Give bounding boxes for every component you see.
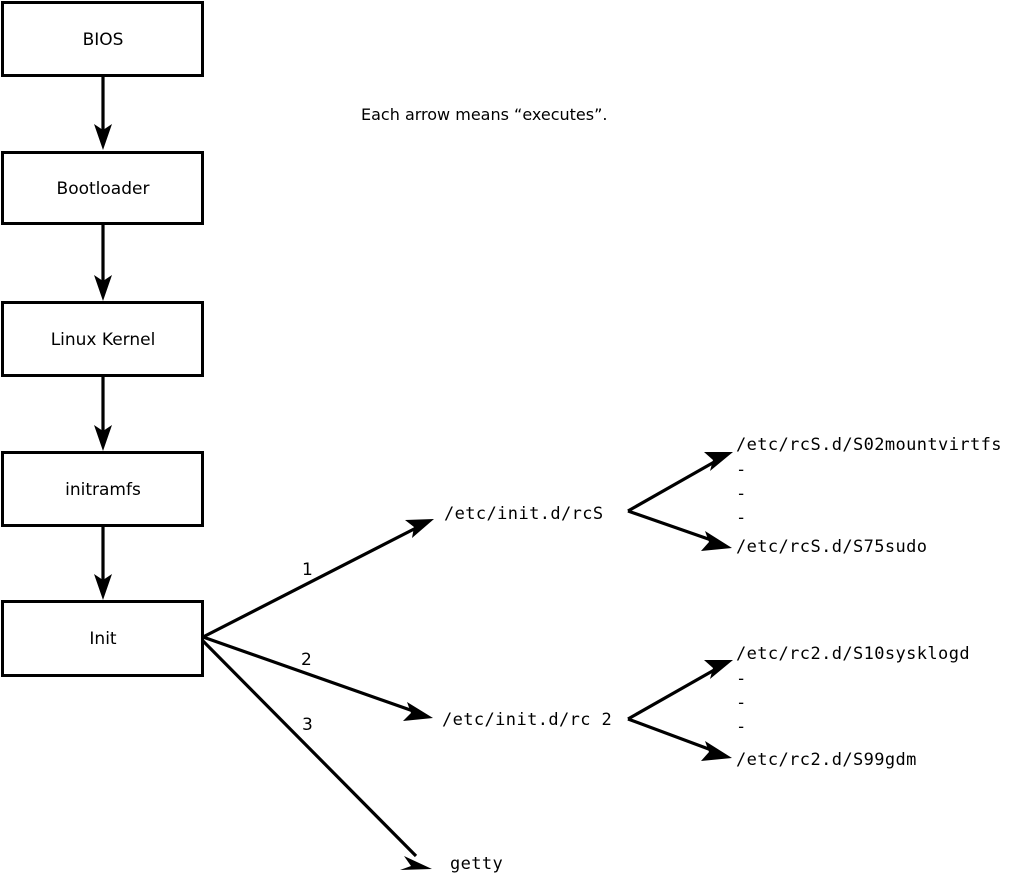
edge-init-to-rcs: [202, 519, 434, 639]
box-initramfs[interactable]: initramfs: [1, 451, 204, 527]
rcs-ellipsis-dash-1: -: [736, 460, 746, 480]
edge-initramfs-to-init: [94, 526, 112, 600]
rc2-ellipsis-dash-2: -: [736, 693, 746, 713]
edge-rcs-to-first-script: [627, 452, 733, 513]
edge-init-to-getty: [201, 639, 432, 870]
box-init-label: Init: [89, 629, 117, 649]
box-linux-kernel-label: Linux Kernel: [51, 330, 156, 350]
box-init[interactable]: Init: [1, 600, 204, 677]
branch-number-1: 1: [302, 560, 313, 580]
rc2-script-first[interactable]: /etc/rc2.d/S10sysklogd: [736, 644, 970, 664]
rcs-ellipsis-dash-2: -: [736, 484, 746, 504]
rcs-script-first[interactable]: /etc/rcS.d/S02mountvirtfs: [736, 435, 1002, 455]
edge-rcs-to-last-script: [627, 509, 732, 551]
branch-target-rcs[interactable]: /etc/init.d/rcS: [444, 504, 604, 524]
rcs-ellipsis-dash-3: -: [736, 508, 746, 528]
edge-bios-to-bootloader: [94, 76, 112, 150]
rcs-script-last[interactable]: /etc/rcS.d/S75sudo: [736, 537, 927, 557]
branch-target-rc2[interactable]: /etc/init.d/rc 2: [442, 710, 612, 730]
box-initramfs-label: initramfs: [65, 480, 141, 500]
edge-rc2-to-last-script: [627, 717, 732, 761]
edge-rc2-to-first-script: [627, 660, 733, 721]
rc2-script-last[interactable]: /etc/rc2.d/S99gdm: [736, 750, 917, 770]
edge-bootloader-to-kernel: [94, 224, 112, 301]
branch-target-getty[interactable]: getty: [450, 854, 503, 874]
box-bootloader[interactable]: Bootloader: [1, 151, 204, 225]
branch-number-3: 3: [302, 715, 313, 735]
edge-init-to-rc2: [202, 635, 433, 721]
rc2-ellipsis-dash-3: -: [736, 717, 746, 737]
edge-kernel-to-initramfs: [94, 376, 112, 451]
rc2-ellipsis-dash-1: -: [736, 669, 746, 689]
box-bootloader-label: Bootloader: [57, 179, 150, 199]
box-bios[interactable]: BIOS: [1, 1, 204, 77]
box-linux-kernel[interactable]: Linux Kernel: [1, 301, 204, 377]
diagram-note: Each arrow means “executes”.: [361, 105, 607, 124]
branch-number-2: 2: [301, 650, 312, 670]
box-bios-label: BIOS: [83, 30, 124, 50]
